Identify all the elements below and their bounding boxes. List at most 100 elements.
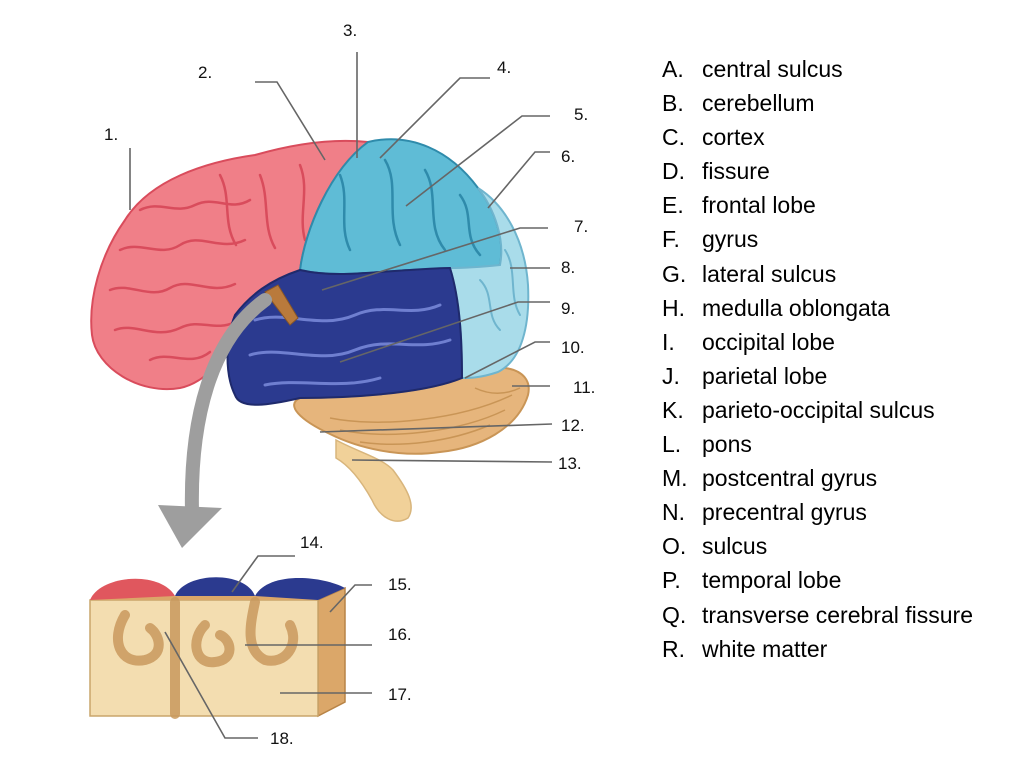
term-text: frontal lobe [702, 192, 816, 219]
leader-line-2 [255, 81, 326, 161]
number-label-6: 6. [561, 147, 576, 166]
term-text: medulla oblongata [702, 294, 890, 321]
number-label-12: 12. [561, 416, 585, 435]
number-label-5: 5. [574, 105, 589, 124]
term-item: B. cerebellum [662, 90, 973, 124]
term-item: O. sulcus [662, 533, 973, 567]
term-item: F. gyrus [662, 226, 973, 260]
number-label-8: 8. [561, 258, 576, 277]
leader-lines [129, 52, 553, 739]
term-letter: N. [662, 499, 685, 526]
term-item: M. postcentral gyrus [662, 465, 973, 499]
term-letter: J. [662, 362, 680, 389]
leader-line-12 [319, 423, 553, 433]
number-label-7: 7. [574, 217, 589, 236]
term-item: E. frontal lobe [662, 192, 973, 226]
cortex-block [89, 577, 346, 719]
block-side [317, 586, 346, 718]
term-text: central sulcus [702, 56, 843, 82]
term-text: postcentral gyrus [702, 465, 878, 492]
number-label-13: 13. [558, 454, 582, 473]
term-letter: A. [662, 56, 684, 82]
number-label-17: 17. [388, 685, 412, 704]
term-letter: H. [662, 294, 685, 321]
term-item: P. temporal lobe [662, 567, 973, 601]
term-text: transverse cerebral fissure [702, 601, 973, 628]
term-item: H. medulla oblongata [662, 295, 973, 329]
term-text: parietal lobe [702, 362, 828, 389]
term-text: cortex [702, 124, 765, 151]
term-letter: Q. [662, 601, 687, 628]
term-letter: G. [662, 260, 687, 287]
term-text: gyrus [702, 226, 759, 253]
term-item: I. occipital lobe [662, 329, 973, 363]
term-text: pons [702, 431, 752, 458]
gyrus-blue-2 [255, 578, 345, 600]
term-item: K. parieto-occipital sulcus [662, 397, 973, 431]
gyrus-blue-1 [175, 577, 255, 596]
number-label-1: 1. [104, 125, 119, 144]
number-label-14: 14. [300, 533, 324, 552]
number-label-18: 18. [270, 729, 294, 748]
occipital-gyri [479, 249, 521, 331]
term-letter: F. [662, 226, 680, 253]
leader-line-6 [487, 151, 550, 209]
term-item: R. white matter [662, 636, 973, 670]
number-label-3: 3. [343, 21, 358, 40]
term-item: J. parietal lobe [662, 363, 973, 397]
term-letter: P. [662, 567, 681, 594]
term-text: fissure [702, 158, 770, 185]
vessel-stub [264, 284, 299, 326]
term-letter: M. [662, 465, 688, 492]
term-item: A. central sulcus [662, 56, 973, 90]
term-item: G. lateral sulcus [662, 261, 973, 295]
arrow [184, 293, 272, 519]
term-list: A. central sulcus B. cerebellum C. cortex D… [662, 56, 973, 670]
number-label-16: 16. [388, 625, 412, 644]
leader-line-18 [164, 631, 258, 739]
leader-line-10 [464, 341, 550, 379]
number-label-10: 10. [561, 338, 585, 357]
term-text: cerebellum [702, 90, 815, 117]
term-letter: O. [662, 533, 687, 560]
term-letter: B. [662, 90, 684, 117]
leader-line-7 [321, 227, 548, 291]
number-label-11: 11. [573, 378, 596, 397]
parietal-gyri [338, 158, 482, 257]
term-letter: K. [662, 396, 684, 423]
term-text: precentral gyrus [702, 499, 867, 526]
term-letter: D. [662, 158, 685, 185]
term-text: occipital lobe [702, 328, 835, 355]
term-item: D. fissure [662, 158, 973, 192]
term-letter: R. [662, 635, 685, 662]
frontal-gyri [108, 163, 307, 362]
term-letter: I. [662, 328, 675, 355]
number-label-2: 2. [198, 63, 213, 82]
cerebellum-folia [329, 387, 521, 446]
term-letter: E. [662, 192, 684, 219]
term-item: Q. transverse cerebral fissure [662, 602, 973, 636]
term-item: C. cortex [662, 124, 973, 158]
arrow-head [158, 505, 222, 548]
number-label-15: 15. [388, 575, 412, 594]
leader-line-5 [405, 115, 550, 207]
term-text: parieto-occipital sulcus [702, 396, 935, 423]
term-text: sulcus [702, 533, 768, 560]
term-letter: C. [662, 124, 685, 151]
term-item: L. pons [662, 431, 973, 465]
gray-matter-folds [112, 597, 299, 719]
leader-line-9 [339, 301, 550, 363]
leader-line-14 [231, 555, 295, 593]
term-item: N. precentral gyrus [662, 499, 973, 533]
leader-line-13 [351, 459, 553, 463]
number-label-9: 9. [561, 299, 576, 318]
term-text: temporal lobe [702, 567, 842, 594]
term-letter: L. [662, 431, 682, 458]
gyrus-red [90, 578, 175, 600]
leader-line-4 [379, 77, 490, 159]
term-text: lateral sulcus [702, 260, 837, 287]
term-text: white matter [702, 635, 828, 662]
temporal-gyri [248, 303, 452, 387]
number-label-4: 4. [497, 58, 512, 77]
